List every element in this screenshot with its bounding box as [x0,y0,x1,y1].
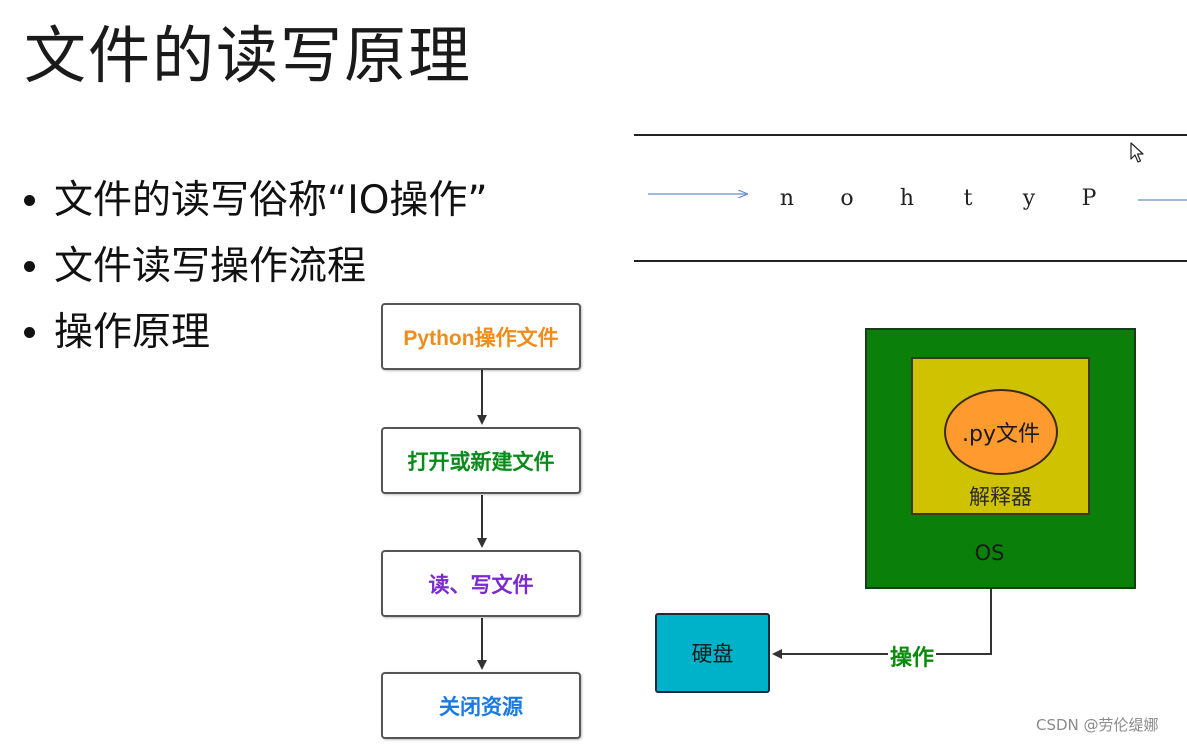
bullet-item-io: 文件的读写俗称“IO操作” [22,168,488,234]
bullet-item-process: 文件读写操作流程 [22,234,488,300]
watermark: CSDN @劳伦缇娜 [1036,716,1159,734]
stream-letter: h [899,186,915,211]
bullet-item-principle: 操作原理 [22,300,488,366]
interpreter-label: 解释器 [969,485,1032,509]
bullet-text: 文件的读写俗称“IO操作” [54,178,488,223]
stream-letter: t [963,186,973,211]
flow-step-open: 打开或新建文件 [381,427,581,494]
bullet-list: 文件的读写俗称“IO操作” 文件读写操作流程 操作原理 [22,168,488,366]
stream-letter: y [1022,186,1036,211]
page-title: 文件的读写原理 [24,19,473,92]
bullet-text: 操作原理 [54,310,211,355]
bullet-text: 文件读写操作流程 [54,244,367,289]
py-file-label: .py文件 [962,422,1040,447]
disk-box: 硬盘 [655,613,770,693]
stream-letter: P [1081,186,1097,211]
os-label: OS [974,541,1005,565]
flow-step-close: 关闭资源 [381,672,581,739]
disk-label: 硬盘 [691,642,734,666]
bullet-dot-icon [24,327,35,338]
stream-letter: o [840,186,854,211]
stream-letter: n [779,186,795,211]
operation-label: 操作 [888,640,937,672]
py-file-ellipse: .py文件 [944,389,1058,475]
os-to-disk-connector [772,589,992,659]
flow-step-python: Python操作文件 [381,303,581,370]
bullet-dot-icon [24,261,35,272]
mouse-pointer-icon [1130,142,1144,163]
bullet-dot-icon [24,195,35,206]
flow-step-read-write: 读、写文件 [381,550,581,617]
